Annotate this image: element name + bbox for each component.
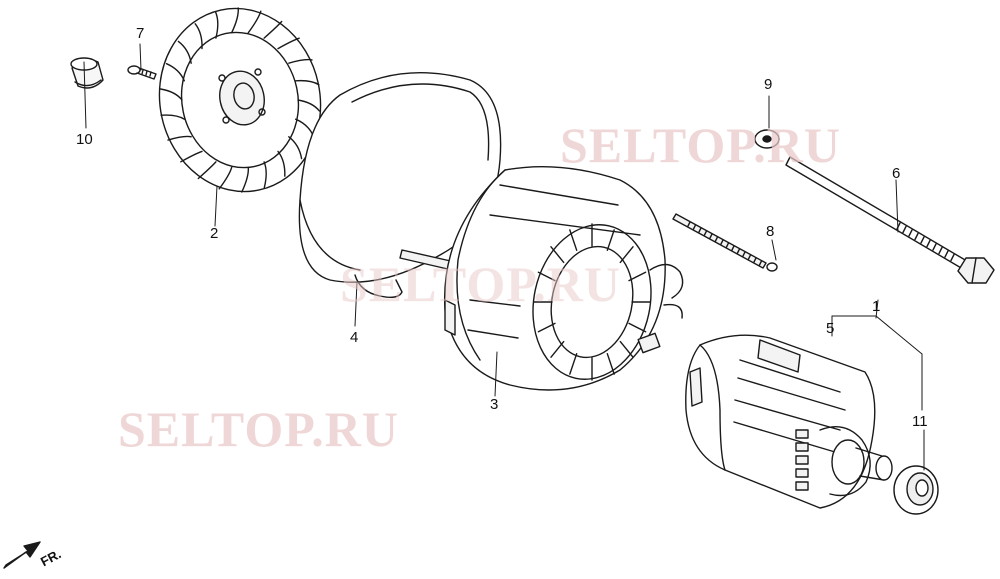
rotor-slot [795, 481, 809, 491]
stator-coil [619, 340, 634, 358]
bolt-thread [908, 229, 913, 237]
callout-9: 9 [764, 76, 773, 93]
rotor-slot [795, 455, 809, 465]
stator-coil [537, 271, 556, 282]
fan-blade [297, 99, 321, 112]
fan-blade [194, 23, 203, 50]
band-cover-part-4 [298, 72, 502, 299]
stator-coil [569, 229, 578, 251]
bolt-thread [914, 232, 919, 241]
through-bolt-part-6 [785, 156, 995, 284]
screw-thread [725, 242, 730, 248]
fan-blade [295, 79, 320, 86]
stator-coil [550, 246, 565, 264]
fan-blade [218, 166, 233, 190]
callout-5: 5 [826, 320, 835, 337]
screw-thread [747, 254, 752, 260]
screw-thread [731, 245, 735, 251]
fan-blade [263, 161, 267, 189]
fan-blade [288, 136, 303, 160]
bolt-thread [920, 236, 925, 244]
callout-3: 3 [490, 396, 499, 413]
stator-coil [606, 229, 615, 251]
fan-blade [165, 63, 185, 82]
fan-blade [277, 150, 286, 177]
rotor-slot [795, 429, 809, 439]
stator-coil [537, 322, 556, 333]
callout-11: 11 [912, 413, 928, 430]
screw-thread [720, 239, 724, 245]
screw-thread [753, 257, 757, 263]
stator-part-3 [443, 165, 684, 391]
fan-blade [247, 10, 262, 34]
fan-blade [167, 135, 192, 141]
bolt-thread [938, 246, 943, 255]
callout-8: 8 [766, 223, 775, 240]
fan-blade [241, 166, 250, 193]
bolt-thread [926, 239, 931, 248]
rotor-slot [795, 442, 809, 452]
bolt-thread [950, 253, 955, 262]
front-direction-arrow [3, 541, 41, 569]
screw-thread [692, 224, 697, 230]
stator-coil [550, 340, 565, 358]
cap-part-10 [70, 57, 104, 89]
screw-thread [687, 221, 691, 227]
fan-blade [231, 7, 239, 34]
stator-coil [619, 246, 634, 264]
screw-part-8 [672, 213, 778, 272]
callout-10: 10 [76, 131, 93, 148]
screw-thread [758, 260, 763, 266]
bolt-thread [902, 225, 907, 234]
bolt-part-7 [127, 65, 157, 80]
screw-thread [709, 233, 713, 239]
fan-blade [288, 58, 313, 64]
bolt-thread [944, 250, 949, 258]
callout-1: 1 [872, 298, 881, 315]
rotor-slot [795, 468, 809, 478]
fan-blade [277, 37, 300, 50]
bolt-thread [932, 243, 937, 251]
fan-blade [180, 150, 203, 163]
fan-blade [159, 88, 183, 101]
screw-thread [736, 248, 741, 254]
fan-part-2 [158, 7, 322, 193]
callout-7: 7 [136, 25, 145, 42]
fan-blade [177, 40, 192, 64]
stator-coil [628, 322, 647, 333]
screw-thread [698, 227, 702, 233]
screw-thread [703, 230, 708, 236]
callout-6: 6 [892, 165, 901, 182]
fan-blade [197, 161, 217, 180]
screw-thread [742, 251, 746, 257]
stator-coil [569, 353, 578, 375]
washer-part-9 [754, 129, 780, 149]
screw-thread [714, 236, 719, 242]
stator-coil [606, 353, 615, 375]
callout-4: 4 [350, 329, 359, 346]
callout-2: 2 [210, 225, 219, 242]
fan-blade [160, 114, 185, 120]
fan-blade [263, 20, 283, 39]
bearing-part-11 [893, 465, 939, 515]
stator-coil [628, 271, 647, 282]
rotor-part-5 [685, 334, 893, 509]
leader-lines [83, 43, 925, 471]
fan-blade [215, 11, 219, 39]
